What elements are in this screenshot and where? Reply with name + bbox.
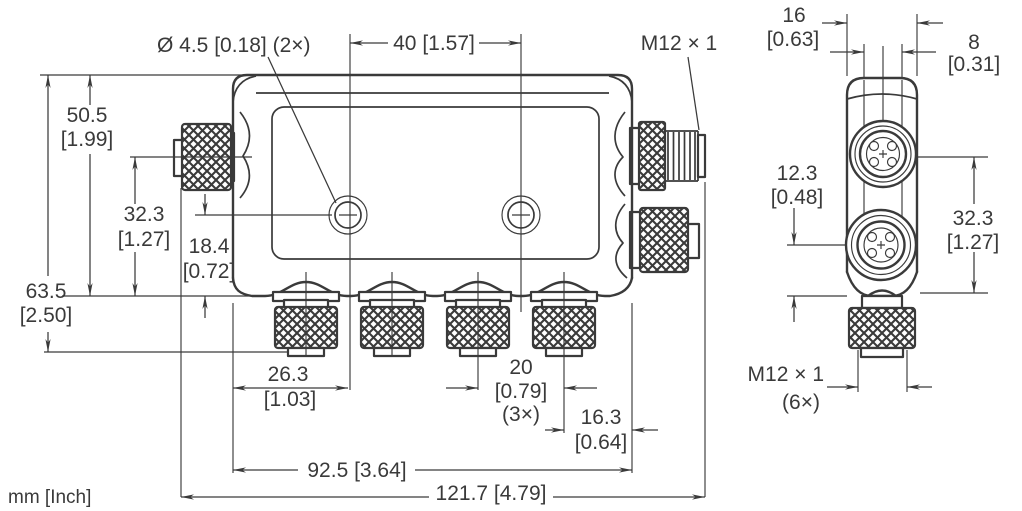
dimension-lines <box>40 14 988 500</box>
hole-note-leader <box>267 56 337 204</box>
edge-to-first-hole-inch: [1.03] <box>264 388 317 411</box>
last-port-to-edge-inch: [0.64] <box>575 431 628 454</box>
height-body-inch: [1.99] <box>61 128 114 151</box>
dimension-arrows <box>45 20 977 500</box>
height-total-inch: [2.50] <box>20 304 73 327</box>
right-top-connector-threads <box>665 130 699 182</box>
edge-to-first-hole-mm: 26.3 <box>268 363 309 386</box>
cap-width-mm: 8 <box>968 31 980 54</box>
side-port-bottom-front-mm: 32.3 <box>124 203 165 226</box>
last-port-to-edge-mm: 16.3 <box>581 406 622 429</box>
lower-port-bottom-side-inch: [0.48] <box>771 186 824 209</box>
box-bottom-scalloped-edge <box>231 276 634 298</box>
thread-bottom-label: M12 × 1 <box>748 363 824 386</box>
front-right-top-connector <box>628 120 707 192</box>
thread-bottom-count: (6×) <box>782 391 820 414</box>
hole-to-bottom-mm: 18.4 <box>189 235 230 258</box>
body-width-label: 92.5 [3.64] <box>307 459 406 482</box>
box-cover-inner-rect <box>271 106 600 260</box>
hole-note-label: Ø 4.5 [0.18] (2×) <box>157 34 311 57</box>
side-upper-port-face <box>848 119 918 189</box>
depth-mm: 16 <box>782 4 805 27</box>
front-right-bottom-connector <box>628 206 701 274</box>
units-note: mm [Inch] <box>8 487 91 508</box>
thread-top-label: M12 × 1 <box>641 32 717 55</box>
depth-inch: [0.63] <box>767 28 820 51</box>
lower-port-bottom-side-mm: 12.3 <box>777 162 818 185</box>
port-pitch-inch: [0.79] <box>495 380 548 403</box>
right-top-connector-knurled-nut <box>637 120 667 192</box>
side-cap-inner-line <box>846 93 918 100</box>
port-pitch-count: (3×) <box>502 403 540 426</box>
upper-port-bottom-side-mm: 32.3 <box>953 207 994 230</box>
box-edge-moldings <box>239 111 628 279</box>
cap-width-inch: [0.31] <box>948 53 1001 76</box>
hole-spacing-label: 40 [1.57] <box>393 32 475 55</box>
thread-top-leader <box>687 56 700 131</box>
side-port-bottom-front-inch: [1.27] <box>118 228 171 251</box>
upper-port-bottom-side-inch: [1.27] <box>947 231 1000 254</box>
side-bottom-connector <box>847 294 917 359</box>
right-bottom-connector-knurled-nut <box>638 206 690 274</box>
height-total-mm: 63.5 <box>26 280 67 303</box>
side-lower-port-face <box>844 208 918 282</box>
right-top-connector-tip <box>696 133 707 179</box>
total-width-label: 121.7 [4.79] <box>436 482 547 505</box>
side-view <box>844 76 919 359</box>
dimension-labels: Ø 4.5 [0.18] (2×) 40 [1.57] M12 × 1 50.5… <box>8 4 1000 508</box>
side-body-outline <box>845 76 919 274</box>
port-pitch-mm: 20 <box>509 356 532 379</box>
hole-to-bottom-inch: [0.72] <box>183 260 236 283</box>
height-body-mm: 50.5 <box>67 104 108 127</box>
box-top-inner-edge <box>232 75 633 103</box>
box-body-outline <box>231 73 634 280</box>
